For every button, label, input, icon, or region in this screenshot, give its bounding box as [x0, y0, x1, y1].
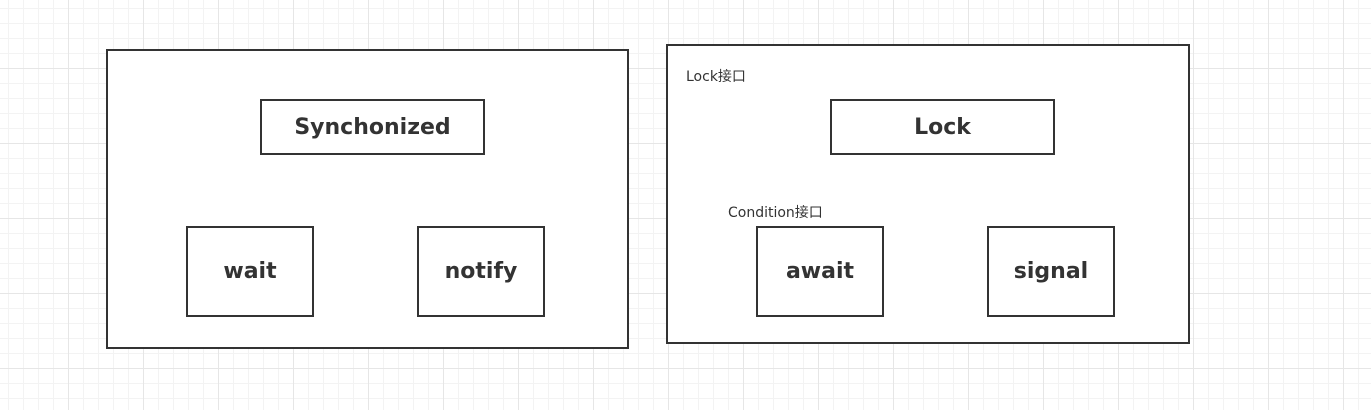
wait-node: wait [186, 226, 314, 317]
await-node: await [756, 226, 884, 317]
synchronized-node: Synchonized [260, 99, 485, 155]
synchronized-group [106, 49, 629, 349]
condition-interface-caption: Condition接口 [728, 205, 823, 221]
signal-node: signal [987, 226, 1115, 317]
lock-interface-caption: Lock接口 [686, 69, 746, 85]
lock-node: Lock [830, 99, 1055, 155]
notify-node: notify [417, 226, 545, 317]
